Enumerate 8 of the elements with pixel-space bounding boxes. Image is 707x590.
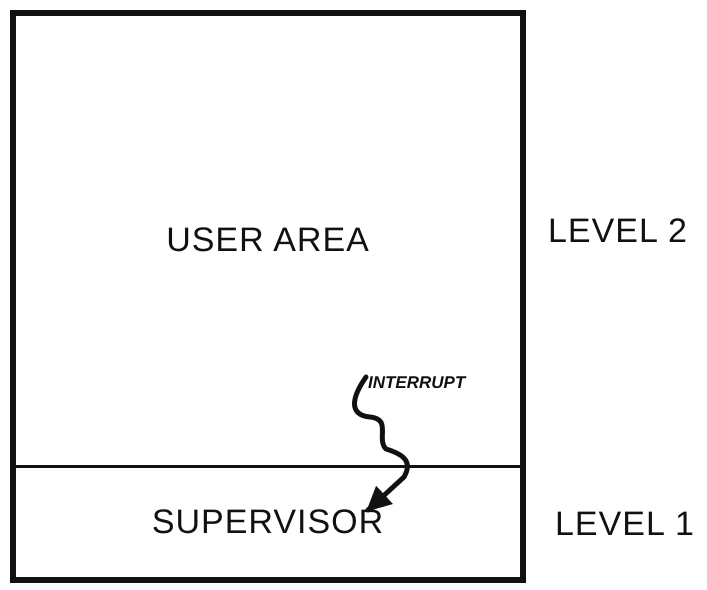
level-label: LEVEL 2 <box>548 212 688 251</box>
level-label: LEVEL 1 <box>555 505 695 544</box>
interrupt-label: INTERRUPT <box>368 373 466 393</box>
region-label: USER AREA <box>166 221 370 260</box>
memory-region <box>10 10 526 468</box>
region-label: SUPERVISOR <box>152 503 384 542</box>
memory-region <box>10 465 526 583</box>
interrupt-arrow <box>352 374 410 512</box>
